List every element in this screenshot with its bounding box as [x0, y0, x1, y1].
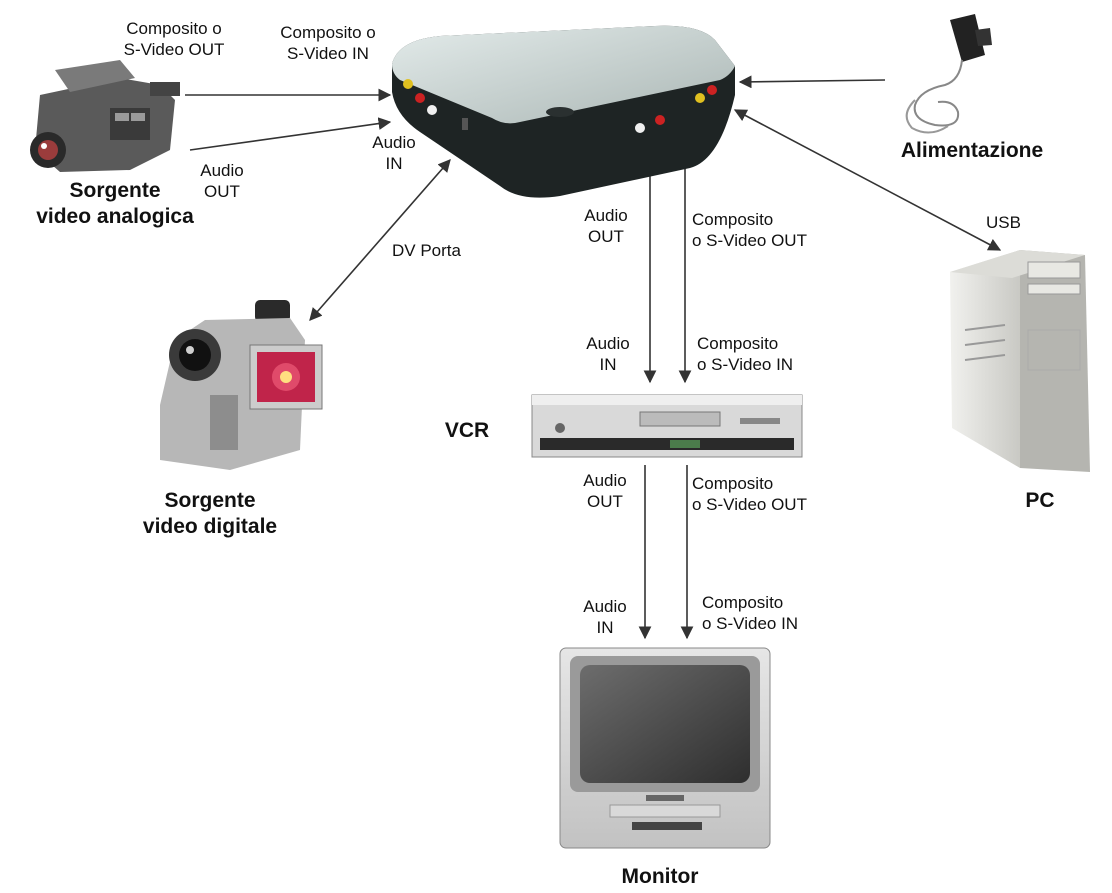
label-vcr-video-out: Composito o S-Video OUT — [692, 474, 807, 514]
device-name-monitor: Monitor — [621, 865, 699, 888]
device-name-power: Alimentazione — [900, 139, 1044, 162]
label-vcr-video-in: Composito o S-Video IN — [697, 334, 794, 374]
label-analog-video-out: Composito o S-Video OUT — [123, 19, 225, 59]
device-name-analog-source: Sorgente video analogica — [36, 179, 194, 228]
device-name-pc: PC — [1025, 489, 1055, 512]
device-name-digital-source: Sorgente video digitale — [142, 489, 278, 538]
label-usb: USB — [986, 213, 1021, 232]
label-vcr-audio-out: Audio OUT — [583, 471, 627, 511]
vcr-unit-icon — [531, 394, 803, 458]
connection-arrows — [185, 75, 1002, 640]
arrow-power — [738, 75, 886, 89]
digital-camcorder-icon — [160, 300, 323, 470]
label-monitor-video-in: Composito o S-Video IN — [702, 593, 799, 633]
arrow-analog-audio — [189, 117, 392, 151]
device-name-vcr: VCR — [444, 419, 490, 442]
label-box-video-out: Composito o S-Video OUT — [692, 210, 807, 250]
capture-box-icon — [392, 25, 735, 198]
label-box-audio-in: Audio IN — [372, 133, 416, 173]
label-vcr-audio-in: Audio IN — [586, 334, 630, 374]
label-box-audio-out: Audio OUT — [584, 206, 628, 246]
label-box-video-in: Composito o S-Video IN — [280, 23, 376, 63]
label-analog-audio-out: Audio OUT — [200, 161, 244, 201]
label-dv-port: DV Porta — [392, 241, 461, 260]
arrow-dv-port — [309, 159, 451, 321]
pc-tower-icon — [950, 250, 1090, 472]
crt-monitor-icon — [559, 647, 771, 849]
analog-camcorder-icon — [30, 60, 180, 172]
power-adapter-icon — [905, 14, 992, 134]
label-monitor-audio-in: Audio IN — [583, 597, 627, 637]
arrow-usb — [733, 109, 1002, 251]
